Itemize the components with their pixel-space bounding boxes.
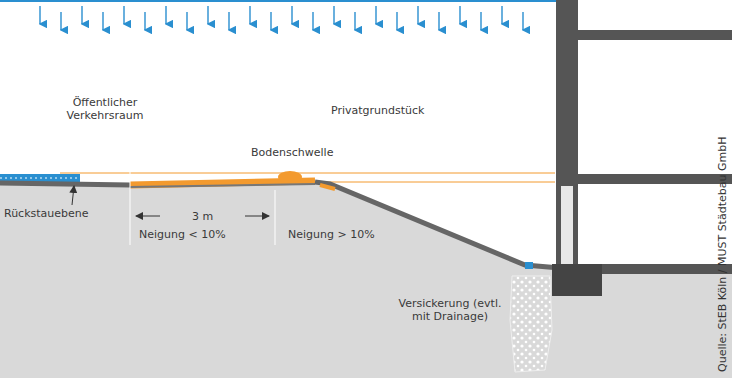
slope-label: Neigung > 10% (288, 228, 375, 241)
area-label: Öffentlicher Verkehrsraum (50, 96, 160, 122)
part-label: Bodenschwelle (251, 146, 333, 159)
source-note: Quelle: StEB Köln / MUST Städtebau GmbH (716, 137, 729, 372)
dimension: 3 m (192, 210, 213, 223)
level-label: Rückstauebene (4, 207, 89, 220)
area-label: Privatgrundstück (331, 104, 424, 117)
slope-label: Neigung < 10% (139, 228, 226, 241)
note-label: Versickerung (evtl. mit Drainage) (390, 297, 510, 323)
